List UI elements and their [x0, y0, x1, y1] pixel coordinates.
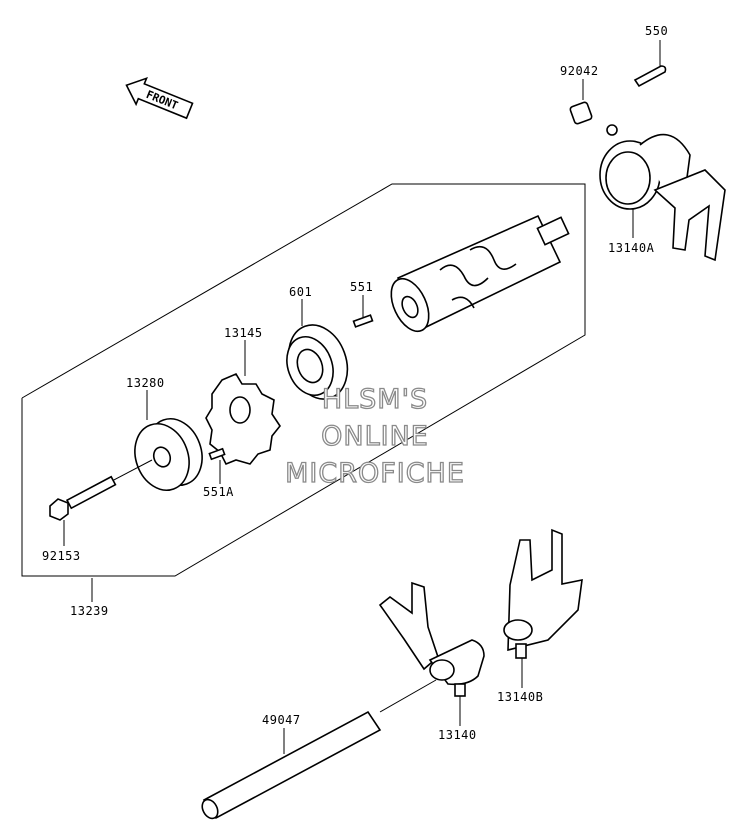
bolt-head: [49, 498, 69, 521]
front-arrow: FRONT: [125, 76, 194, 120]
shaft-body: [202, 710, 382, 820]
cover-13280: [134, 418, 203, 491]
fork-13140b-arm: [507, 528, 583, 652]
cotter-pin-body: [633, 65, 667, 88]
label-13145: 13145: [224, 326, 263, 340]
fork-13140-pin: [454, 683, 466, 697]
label-49047: 49047: [262, 713, 301, 727]
fork-a-bore: [605, 151, 651, 205]
label-92042: 92042: [560, 64, 599, 78]
bearing-601: [286, 324, 349, 400]
front-arrow-shape: [125, 76, 194, 120]
star-cam-hole: [229, 396, 251, 424]
label-13239: 13239: [70, 604, 109, 618]
roller-92042: [569, 101, 593, 125]
label-13140b: 13140B: [497, 690, 543, 704]
label-13280: 13280: [126, 376, 165, 390]
star-cam-13145: [205, 372, 281, 466]
watermark-line-2: ONLINE: [321, 421, 429, 452]
bolt-92153: [49, 459, 153, 521]
shift-drum: [390, 214, 570, 333]
shift-drum-hole: [401, 295, 419, 319]
fork-a-boss: [639, 133, 691, 194]
label-550: 550: [645, 24, 668, 38]
shift-fork-13140b: [503, 528, 583, 659]
watermark-line-1: HLSM'S: [322, 384, 428, 415]
pin-551: [352, 314, 374, 328]
bearing-bore: [296, 348, 324, 384]
label-92153: 92153: [42, 549, 81, 563]
label-601: 601: [289, 285, 312, 299]
shaft-end: [201, 798, 219, 820]
label-13140: 13140: [438, 728, 477, 742]
watermark: HLSM'S ONLINE MICROFICHE: [284, 383, 465, 489]
shift-drum-shaft: [536, 216, 570, 246]
fork-13140-bore: [429, 659, 455, 681]
shaft-axis-line: [379, 679, 437, 713]
label-551a: 551A: [203, 485, 234, 499]
fork-13140-arm: [378, 581, 439, 671]
watermark-line-3: MICROFICHE: [285, 458, 465, 489]
pin-551a: [208, 447, 226, 461]
assembly-outline: [21, 183, 586, 577]
shift-fork-13140: [378, 581, 485, 697]
cover-center: [152, 446, 172, 468]
fork-a-pin-hole: [606, 124, 618, 136]
label-551: 551: [350, 280, 373, 294]
fork-13140b-bore: [503, 619, 533, 641]
shift-fork-13140a: [599, 124, 726, 262]
shaft-49047: [201, 679, 437, 820]
fork-a-arm: [653, 169, 726, 262]
fork-13140b-pin: [515, 643, 527, 659]
cotter-pin-550: [633, 65, 667, 88]
pin-551-body: [352, 314, 374, 328]
bolt-shank: [65, 475, 117, 510]
label-13140a: 13140A: [608, 241, 655, 255]
roller-body: [569, 101, 593, 125]
shift-drum-grooves: [439, 245, 517, 309]
pin-551a-body: [208, 447, 226, 461]
